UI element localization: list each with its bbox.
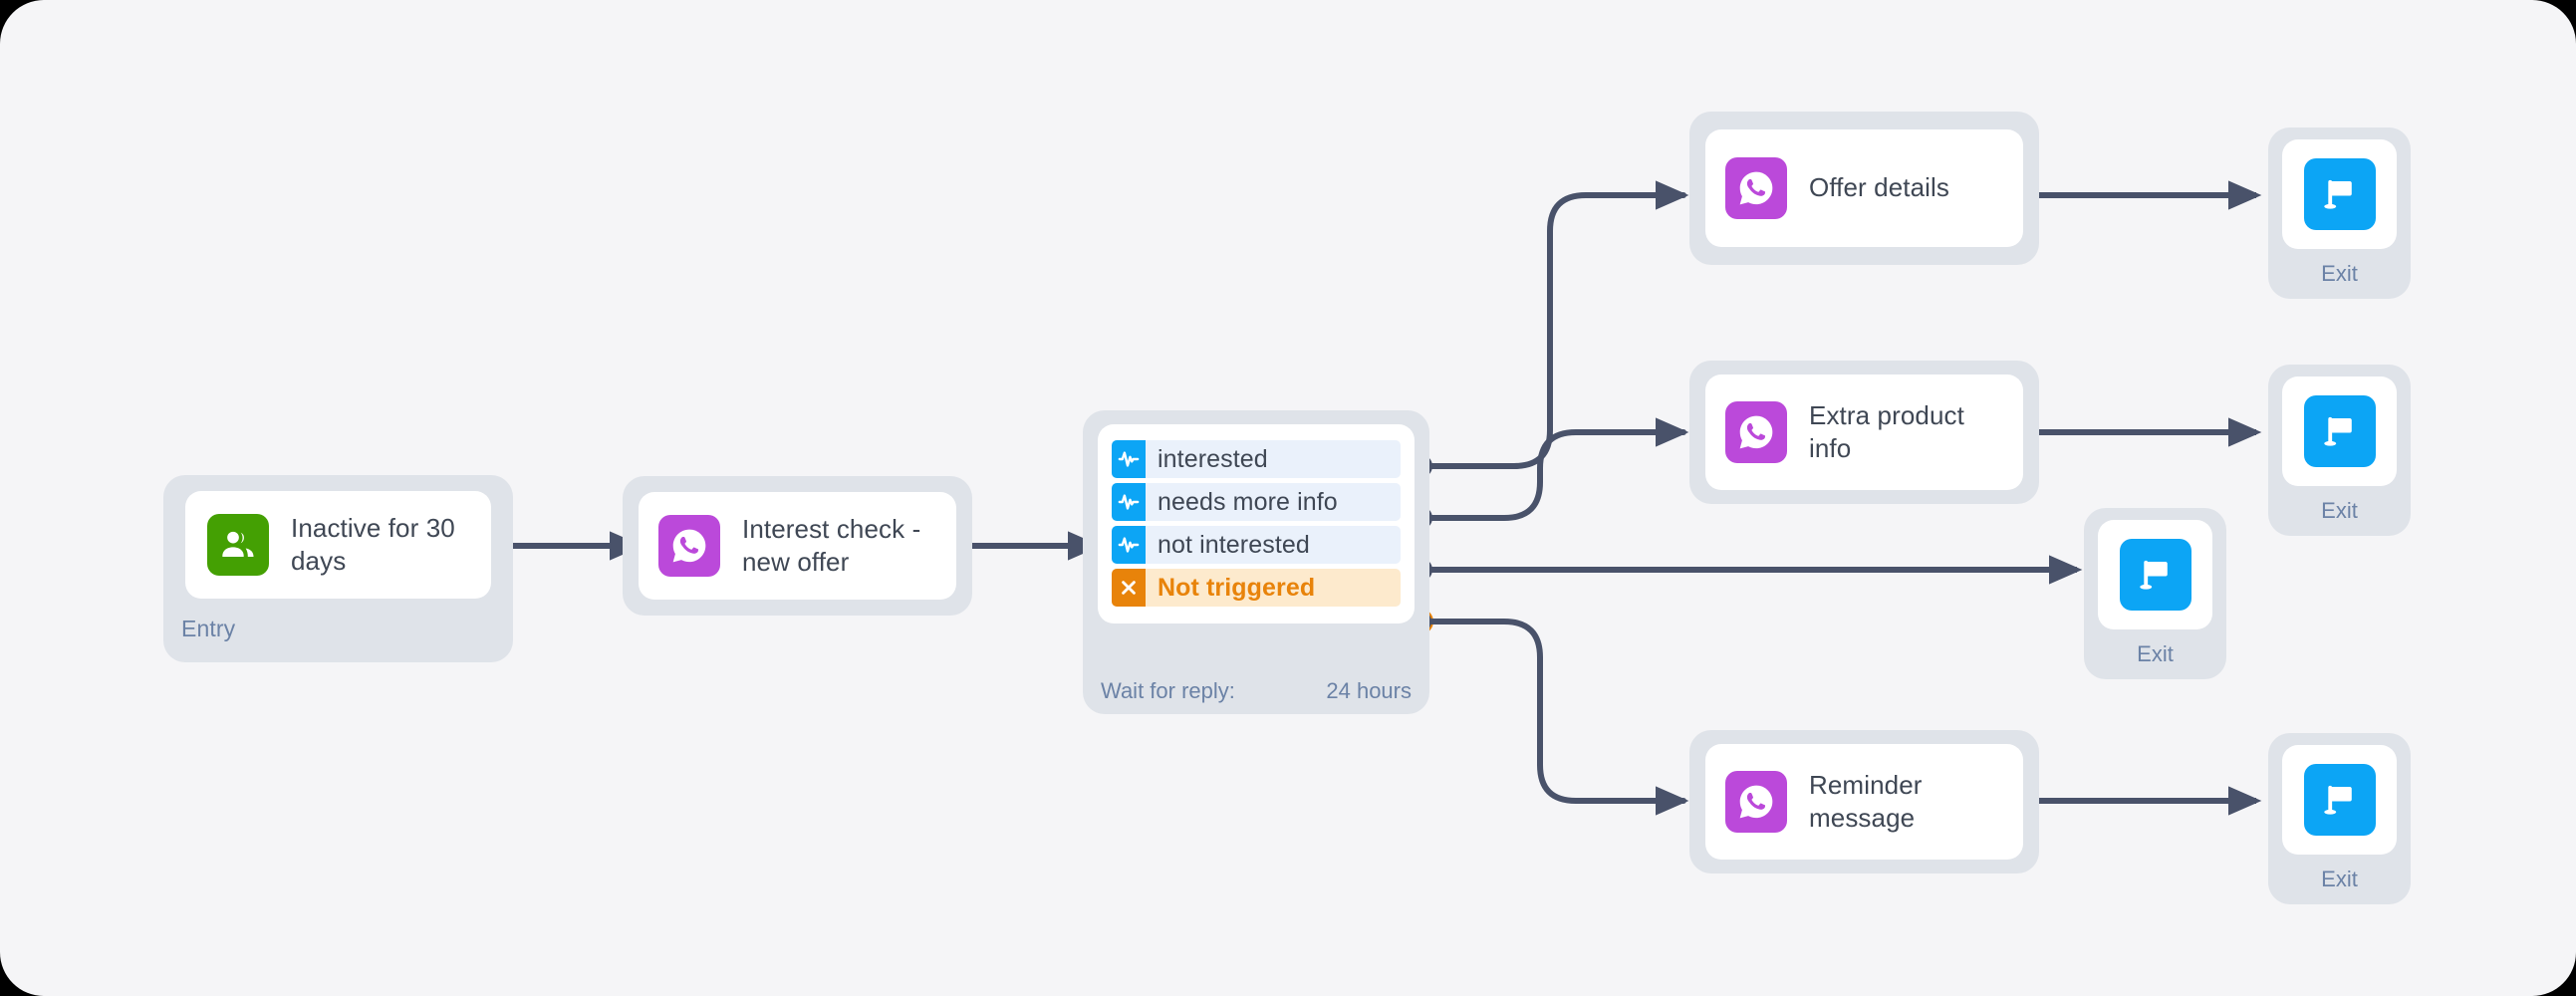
exit-node-body[interactable]: [2282, 376, 2397, 486]
condition-branch-label: Not triggered: [1158, 573, 1316, 602]
edge-interested-to-offer-details: [1409, 180, 1689, 478]
message-node-body[interactable]: Extra product info: [1705, 374, 2023, 490]
entry-node-label: Inactive for 30 days: [291, 512, 455, 576]
edge-offer-details-to-exit: [2007, 180, 2262, 210]
exit-node-caption: Exit: [2321, 498, 2358, 523]
message-node-body[interactable]: Reminder message: [1705, 744, 2023, 860]
exit-node-caption: Exit: [2321, 261, 2358, 286]
pulse-icon: [1112, 440, 1146, 478]
node-message-extra-product-info[interactable]: Extra product info: [1689, 361, 2039, 504]
edge-needs-more-info-to-extra-product-info: [1409, 417, 1689, 530]
whatsapp-icon: [658, 515, 720, 577]
message-node-label: Reminder message: [1809, 769, 1923, 833]
condition-branch-label: not interested: [1158, 530, 1310, 559]
message-node-body[interactable]: Interest check - new offer: [639, 492, 956, 600]
node-exit-4[interactable]: Exit: [2268, 733, 2411, 904]
whatsapp-icon: [1725, 157, 1787, 219]
edge-extra-product-info-to-exit: [2007, 417, 2262, 447]
node-entry[interactable]: Inactive for 30 days Entry: [163, 475, 513, 662]
entry-node-caption: Entry: [181, 616, 236, 641]
node-message-reminder-message[interactable]: Reminder message: [1689, 730, 2039, 873]
message-node-label: Interest check - new offer: [742, 513, 921, 577]
message-node-label: Extra product info: [1809, 399, 1964, 463]
node-message-interest-check[interactable]: Interest check - new offer: [623, 476, 972, 616]
exit-node-caption: Exit: [2321, 867, 2358, 891]
edge-not-triggered-to-reminder-message: [1408, 609, 1689, 816]
whatsapp-icon: [1725, 771, 1787, 833]
node-exit-1[interactable]: Exit: [2268, 127, 2411, 299]
exit-node-body[interactable]: [2098, 520, 2212, 629]
wait-for-reply-value: 24 hours: [1326, 678, 1412, 703]
flag-icon: [2303, 158, 2376, 230]
condition-node-body[interactable]: interested needs more info not intereste…: [1098, 424, 1415, 623]
message-node-label: Offer details: [1809, 172, 1949, 203]
pulse-icon: [1112, 526, 1146, 564]
edge-reminder-message-to-exit: [2007, 786, 2262, 816]
condition-branch-not-interested[interactable]: not interested: [1112, 526, 1401, 564]
condition-branch-interested[interactable]: interested: [1112, 440, 1401, 478]
condition-branch-not-triggered[interactable]: Not triggered: [1112, 569, 1401, 607]
whatsapp-icon: [1725, 401, 1787, 463]
edge-not-interested-to-exit: [1409, 555, 2083, 585]
exit-node-caption: Exit: [2137, 641, 2174, 666]
close-x-icon: [1112, 569, 1146, 607]
message-node-body[interactable]: Offer details: [1705, 129, 2023, 247]
condition-branch-label: needs more info: [1158, 487, 1338, 516]
condition-footer: Wait for reply: 24 hours: [1101, 680, 1412, 702]
condition-branch-needs-more-info[interactable]: needs more info: [1112, 483, 1401, 521]
node-exit-3[interactable]: Exit: [2084, 508, 2226, 679]
node-exit-2[interactable]: Exit: [2268, 365, 2411, 536]
node-condition-wait-for-reply[interactable]: interested needs more info not intereste…: [1083, 410, 1429, 714]
flag-icon: [2303, 395, 2376, 467]
flag-icon: [2119, 539, 2191, 611]
wait-for-reply-label: Wait for reply:: [1101, 678, 1235, 703]
exit-node-body[interactable]: [2282, 745, 2397, 855]
flag-icon: [2303, 764, 2376, 836]
entry-node-body[interactable]: Inactive for 30 days: [185, 491, 491, 599]
pulse-icon: [1112, 483, 1146, 521]
condition-branch-label: interested: [1158, 444, 1268, 473]
audience-people-icon: [207, 514, 269, 576]
exit-node-body[interactable]: [2282, 139, 2397, 249]
node-message-offer-details[interactable]: Offer details: [1689, 112, 2039, 265]
